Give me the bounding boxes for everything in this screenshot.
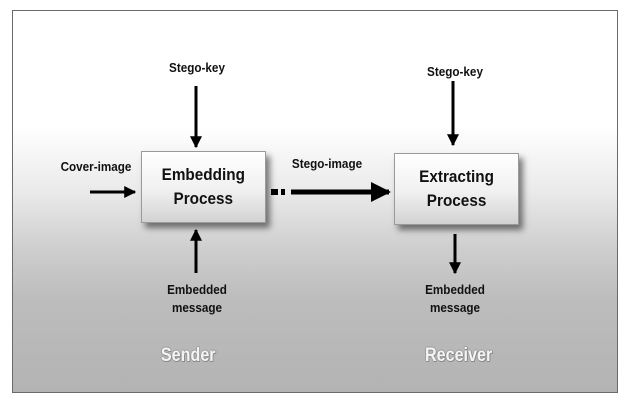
receiver-embedded-line2: message [429, 300, 481, 315]
cover-image-label: Cover-image [60, 159, 132, 174]
stego-image-dash-1 [271, 189, 278, 195]
sender-embedded-line1: Embedded [167, 282, 227, 297]
sender-embedded-message-label: Embedded message [162, 281, 232, 317]
sender-embedded-line2: message [171, 300, 223, 315]
sender-role-label: Sender [160, 345, 216, 366]
arrows-layer [90, 81, 461, 275]
diagram-frame: Stego-key Cover-image Embedding Process … [12, 10, 618, 393]
receiver-embedded-line1: Embedded [425, 282, 485, 297]
extracting-box-line1: Extracting [419, 167, 494, 186]
extracting-box-line2: Process [426, 191, 487, 210]
sender-stego-key-label: Stego-key [169, 60, 225, 75]
stego-image-label: Stego-image [291, 156, 363, 171]
receiver-stego-key-label: Stego-key [427, 64, 483, 79]
stego-image-dash-2 [281, 189, 285, 195]
receiver-embedded-message-label: Embedded message [420, 281, 490, 317]
embedding-box-line2: Process [173, 189, 234, 208]
embedding-box-line1: Embedding [161, 165, 246, 184]
embedding-process-box: Embedding Process [141, 151, 266, 223]
extracting-process-box: Extracting Process [394, 153, 519, 225]
receiver-role-label: Receiver [424, 345, 493, 366]
